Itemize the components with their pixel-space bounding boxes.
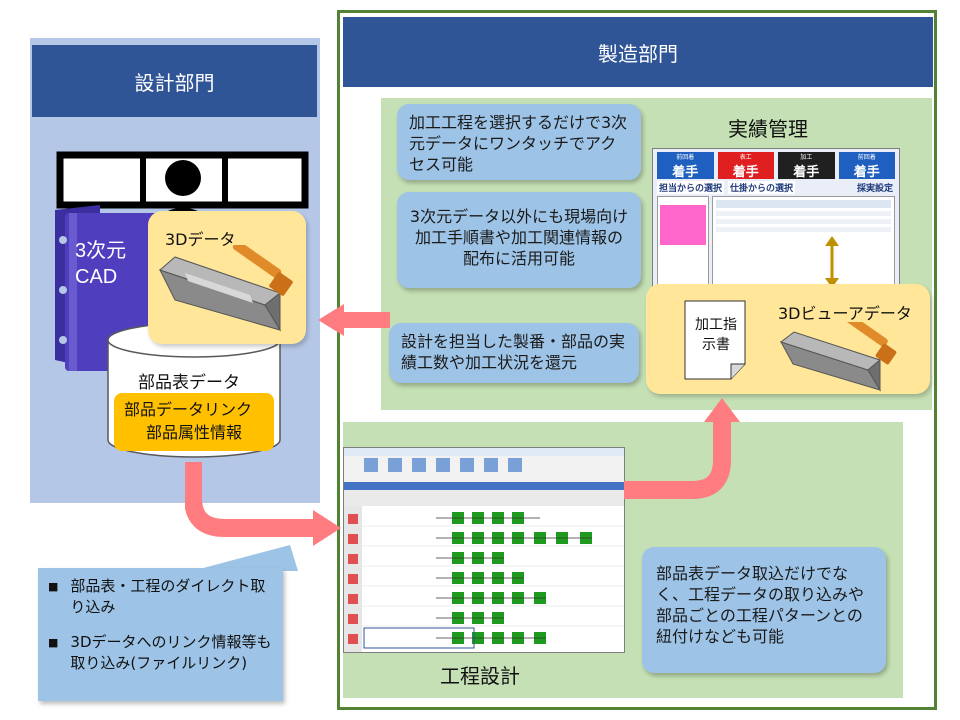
feedback-arrow [318, 304, 390, 336]
right-pane-row [716, 227, 891, 232]
screenshot-tab-row: 前回着 着手 表工 着手 加工 着手 前回着 着手 [653, 149, 899, 180]
notes-pointer [192, 545, 298, 571]
flow-selection [363, 627, 475, 649]
toolbar-icon[interactable] [388, 458, 402, 472]
design-dept-title: 設計部門 [134, 70, 215, 95]
viewer-part-icon [779, 322, 897, 392]
bom-label: 部品表データ [138, 373, 240, 393]
cad-label-line1: 3次元 [75, 240, 127, 262]
note-bullet-1: ■ [48, 580, 59, 593]
process-design-title: 工程設計 [440, 664, 520, 688]
toolbar-icon[interactable] [364, 458, 378, 472]
bom-link-line2: 部品属性情報 [146, 423, 243, 442]
data3d-label: 3Dデータ [165, 230, 236, 249]
bom-link-box: 部品データリンク 部品属性情報 [114, 393, 274, 451]
screenshot-nav-row: 担当からの選択 仕掛からの選択 採実設定 [653, 179, 899, 196]
start-button-1[interactable]: 着手 [657, 161, 714, 180]
toolbar-icon[interactable] [460, 458, 474, 472]
exchange-arrow [825, 236, 839, 288]
screenshot-titlebar [344, 448, 624, 456]
mfg-dept-title: 製造部門 [598, 41, 678, 66]
toolbar-icon[interactable] [484, 458, 498, 472]
part-model-icon [159, 245, 293, 332]
status-tab-4: 前回着 [838, 152, 895, 161]
callout-process-import: 部品表データ取込だけでなく、工程データの取り込みや部品ごとの工程パターンとの紐付… [642, 547, 886, 673]
viewer-data-label: 3Dビューアデータ [778, 304, 912, 323]
screenshot-tabbar [344, 482, 624, 490]
right-pane-row [716, 219, 891, 224]
note-bullet-2: ■ [48, 636, 59, 649]
callout-3d-access: 加工工程を選択するだけで3次元データにワンタッチでアクセス可能 [397, 104, 641, 180]
results-mgmt-title: 実績管理 [728, 117, 808, 141]
cad-label-line2: CAD [75, 266, 118, 288]
nav-wip[interactable]: 仕掛からの選択 [728, 181, 796, 194]
status-tab-2: 表工 [717, 152, 774, 161]
screenshot-left-pane [657, 196, 709, 289]
process-design-screenshot [343, 447, 625, 653]
status-tile-2: 表工 着手 [717, 152, 774, 180]
status-tab-1: 前回着 [657, 152, 714, 161]
flow-grid [362, 525, 624, 627]
screenshot-body [653, 196, 899, 289]
toolbar-icon[interactable] [412, 458, 426, 472]
results-mgmt-screenshot: 前回着 着手 表工 着手 加工 着手 前回着 着手 担当からの選択 仕掛からの選… [652, 148, 900, 290]
nav-settings[interactable]: 採実設定 [856, 184, 893, 194]
mfg-dept-header: 製造部門 [343, 17, 933, 87]
right-pane-header [716, 200, 891, 208]
status-tile-1: 前回着 着手 [657, 152, 714, 180]
callout-feedback: 設計を担当した製番・部品の実績工数や加工状況を還元 [389, 323, 639, 383]
cad-label: 3次元 CAD [75, 238, 126, 290]
note-text-2: 3Dデータへのリンク情報等も取り込み(ファイルリンク) [70, 633, 272, 672]
flow-links [436, 517, 592, 639]
left-pane-highlight [660, 205, 706, 245]
status-tile-4: 前回着 着手 [838, 152, 895, 180]
bom-import-arrow [185, 462, 341, 546]
note-item-1: ■ 部品表・工程のダイレクト取り込み [48, 576, 273, 618]
work-instruction-doc-icon [684, 300, 746, 380]
note-item-2: ■ 3Dデータへのリンク情報等も取り込み(ファイルリンク) [48, 632, 273, 674]
process-flow-chart [344, 506, 624, 652]
process-to-viewer-arrow [624, 398, 740, 499]
flow-row-icons [348, 514, 358, 644]
right-pane-row [716, 211, 891, 216]
design-dept-header: 設計部門 [32, 45, 317, 117]
callout-distribution: 3次元データ以外にも現場向け加工手順書や加工関連情報の配布に活用可能 [397, 192, 641, 288]
toolbar-icon[interactable] [508, 458, 522, 472]
screenshot-subtoolbar [344, 490, 624, 506]
status-tab-3: 加工 [778, 152, 835, 161]
screenshot-right-pane [712, 196, 895, 289]
note-text-1: 部品表・工程のダイレクト取り込み [70, 577, 266, 616]
toolbar-icon[interactable] [436, 458, 450, 472]
nav-assignee[interactable]: 担当からの選択 [657, 181, 725, 194]
notes-box: ■ 部品表・工程のダイレクト取り込み ■ 3Dデータへのリンク情報等も取り込み(… [38, 568, 283, 701]
screenshot-toolbar [344, 456, 624, 482]
work-instruction-label: 加工指示書 [695, 317, 737, 353]
start-button-2[interactable]: 着手 [717, 161, 774, 180]
bom-link-line1: 部品データリンク [124, 400, 253, 419]
start-button-3[interactable]: 着手 [778, 161, 835, 180]
start-button-4[interactable]: 着手 [838, 161, 895, 180]
status-tile-3: 加工 着手 [778, 152, 835, 180]
